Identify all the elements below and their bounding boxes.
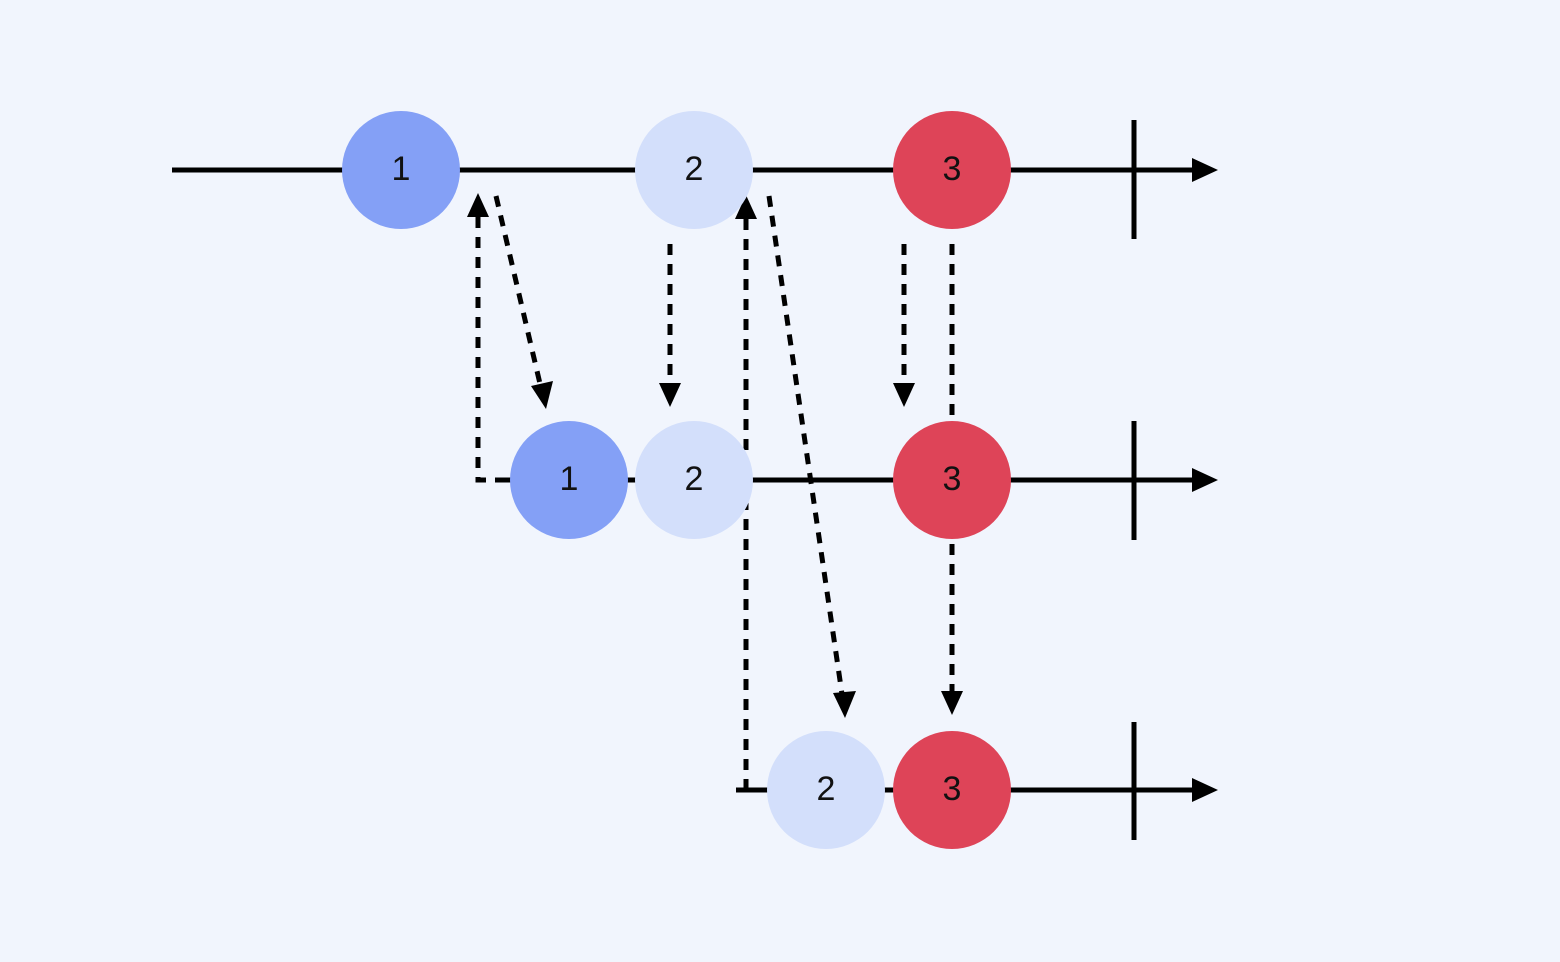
- marble-label: 1: [560, 460, 579, 498]
- marble-label: 2: [685, 460, 704, 498]
- marble: 3: [893, 731, 1011, 849]
- down-arrow-icon: [659, 383, 681, 407]
- marble: 2: [635, 111, 753, 229]
- marble-circle: [893, 111, 1011, 229]
- marble-circle: [767, 731, 885, 849]
- marble: 3: [893, 111, 1011, 229]
- emit-connector: [766, 195, 845, 695]
- timeline-arrow-icon: [1192, 158, 1218, 182]
- down-arrow-icon: [531, 381, 553, 409]
- marble-circle: [635, 421, 753, 539]
- marble: 3: [893, 421, 1011, 539]
- marble-circle: [510, 421, 628, 539]
- down-arrow-icon: [893, 383, 915, 407]
- timeline-arrow-icon: [1192, 468, 1218, 492]
- timeline-arrow-icon: [1192, 778, 1218, 802]
- up-arrow-icon: [735, 195, 757, 219]
- marble-label: 3: [943, 150, 962, 188]
- marble: 1: [510, 421, 628, 539]
- marble: 2: [767, 731, 885, 849]
- marble-label: 1: [392, 150, 411, 188]
- marble-circle: [635, 111, 753, 229]
- emit-connector: [493, 195, 544, 389]
- up-arrow-icon: [467, 193, 489, 217]
- marble-label: 3: [943, 460, 962, 498]
- marble-label: 2: [685, 150, 704, 188]
- marble-circle: [893, 421, 1011, 539]
- marble-circle: [342, 111, 460, 229]
- marble-label: 2: [817, 770, 836, 808]
- marble: 1: [342, 111, 460, 229]
- down-arrow-icon: [941, 691, 963, 715]
- marble-label: 3: [943, 770, 962, 808]
- marble-circle: [893, 731, 1011, 849]
- down-arrow-icon: [833, 691, 856, 718]
- connectors: [467, 193, 963, 790]
- marble: 2: [635, 421, 753, 539]
- subscribe-connector: [475, 215, 506, 483]
